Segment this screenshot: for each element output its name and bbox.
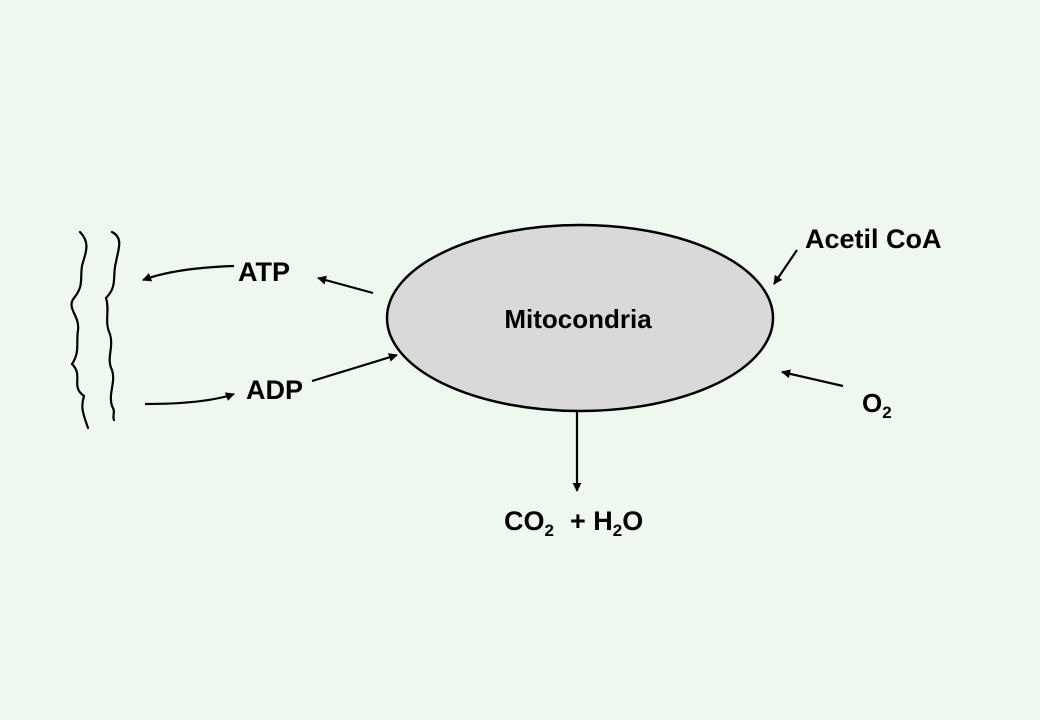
atp-to-membrane-arrow xyxy=(142,264,235,282)
plus-h: + H xyxy=(570,506,613,536)
co2-subscript: 2 xyxy=(545,521,554,540)
products-label: CO2+ H2O xyxy=(504,506,643,540)
adp-label: ADP xyxy=(246,375,303,405)
h2o-subscript: 2 xyxy=(613,521,622,540)
atp-label: ATP xyxy=(238,257,290,287)
adp-arrow xyxy=(311,353,398,383)
membrane-line-outer xyxy=(70,230,90,430)
oxygen-o: O xyxy=(862,388,882,418)
co2-co: CO xyxy=(504,506,545,536)
acetyl-coa-arrow xyxy=(773,249,798,285)
mitochondria-ellipse xyxy=(385,223,775,413)
acetyl-coa-label: Acetil CoA xyxy=(805,224,942,254)
h2o-o: O xyxy=(622,506,643,536)
oxygen-label: O2 xyxy=(862,388,892,422)
oxygen-subscript: 2 xyxy=(882,403,891,422)
oxygen-arrow xyxy=(781,369,844,388)
membrane-to-adp-arrow xyxy=(144,392,235,406)
mitochondria-label: Mitocondria xyxy=(504,304,652,334)
membrane-line-inner xyxy=(104,230,121,422)
atp-arrow xyxy=(317,275,374,295)
